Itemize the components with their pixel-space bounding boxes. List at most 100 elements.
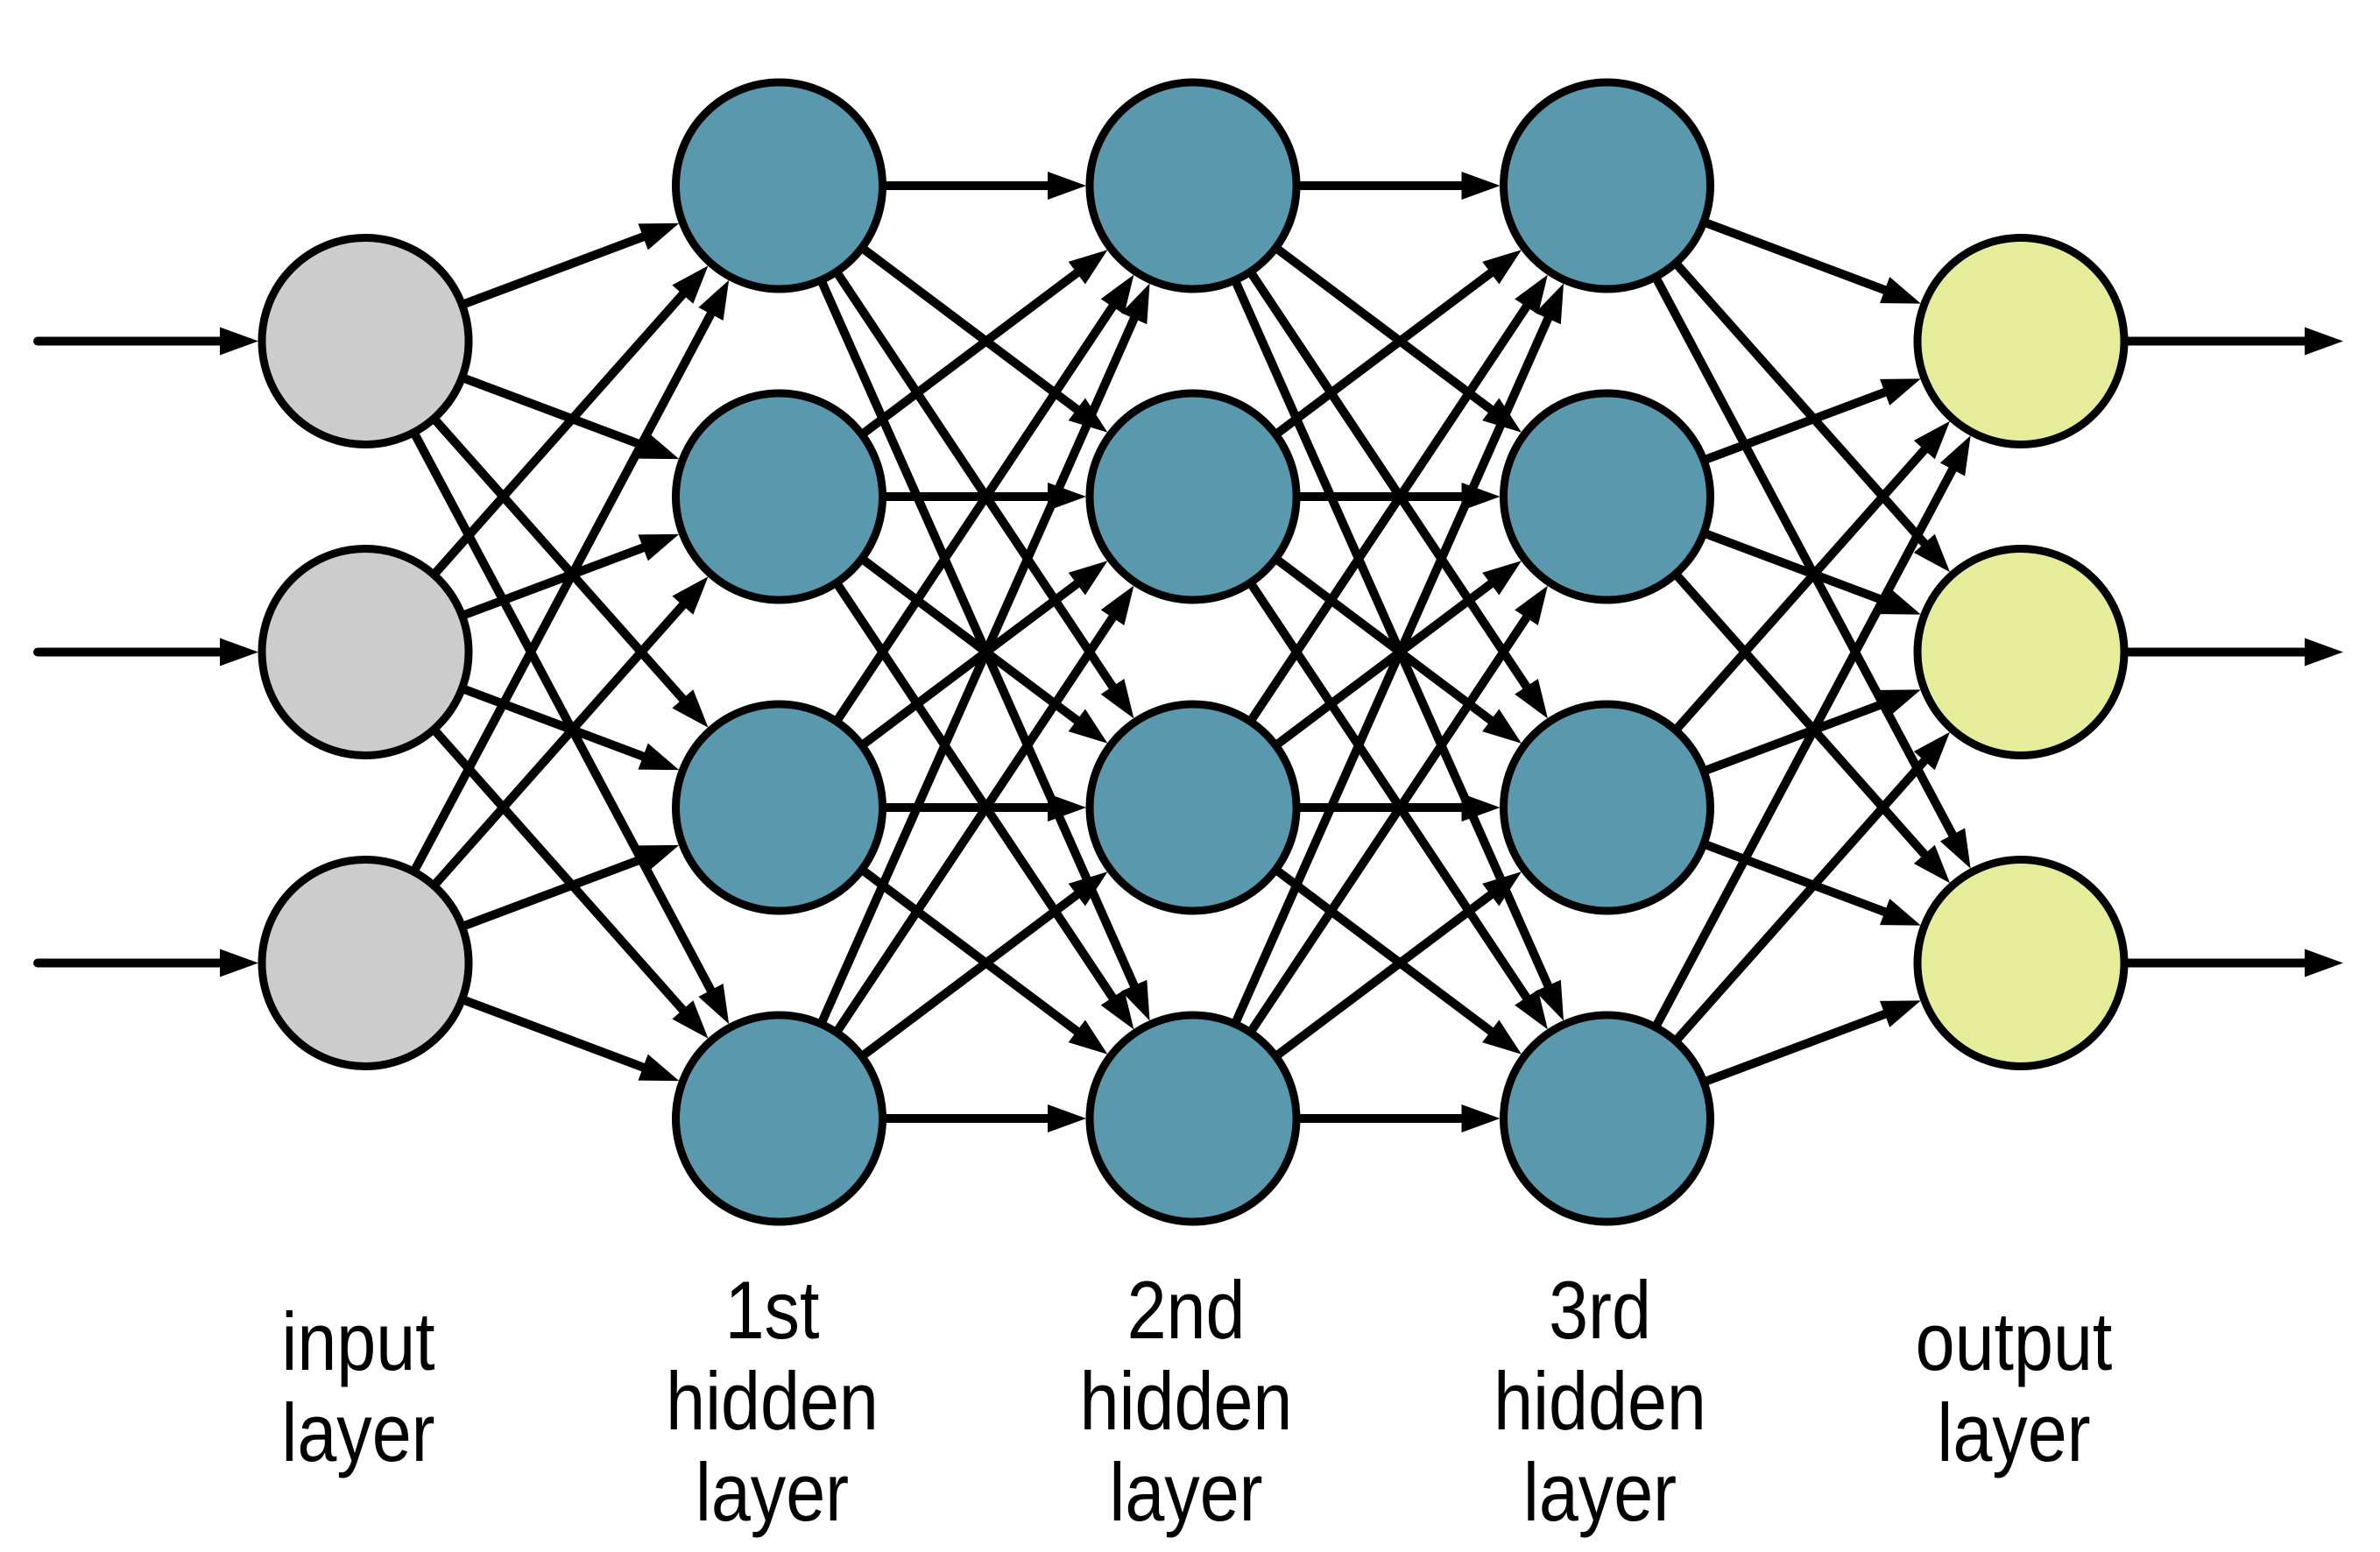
hidden1-neuron-2 (672, 389, 886, 604)
edge-line (1673, 755, 1931, 1043)
hidden2-neuron-4 (1085, 1011, 1301, 1226)
edge-hidden2-1-to-hidden3-2 (1274, 556, 1522, 744)
arrowhead-icon (672, 576, 709, 615)
output-neuron-3 (1913, 856, 2129, 1070)
edge-hidden3-2-to-output-2 (1702, 840, 1921, 926)
edge-input-1-to-hidden1-2 (461, 685, 680, 771)
edge-line (431, 416, 689, 705)
edge-line (860, 867, 1083, 1037)
edge-line (1652, 463, 1958, 1029)
input-label-line-2: layer (281, 1386, 434, 1478)
arrowhead-icon (1048, 1104, 1086, 1132)
edge-input-0-to-hidden1-3 (411, 431, 730, 1025)
hidden2-label-line-1: 2nd (1127, 1264, 1246, 1356)
edge-line (834, 611, 1119, 1034)
output-label-line-1: output (1916, 1295, 2113, 1387)
edge-line (1274, 889, 1497, 1059)
arrowhead-icon (1121, 283, 1150, 325)
arrowhead-icon (1482, 709, 1522, 744)
arrowhead-icon (1068, 871, 1108, 907)
edge-line (817, 312, 1140, 1026)
hidden3-label-line-1: 3rd (1549, 1264, 1651, 1356)
arrowhead-icon (638, 844, 680, 872)
hidden2-neuron-1 (1085, 78, 1301, 293)
input-label-line-1: input (281, 1295, 434, 1387)
output-label-line-2: layer (1937, 1386, 2090, 1478)
edge-hidden1-3-to-hidden2-0 (817, 283, 1150, 1026)
edge-hidden3-2-to-output-0 (1673, 420, 1951, 732)
arrowhead-icon (1068, 561, 1108, 596)
edge-hidden3-3-to-output-2 (1702, 1000, 1921, 1086)
arrowhead-icon (220, 327, 258, 356)
arrowhead-icon (1913, 844, 1951, 884)
arrowhead-icon (672, 1000, 709, 1039)
edge-line (461, 685, 649, 762)
edge-hidden2-3-to-hidden3-3 (1296, 1104, 1501, 1132)
edge-hidden3-0-to-output-0 (1702, 218, 1921, 304)
edge-line (1247, 611, 1532, 1034)
edge-line (860, 267, 1083, 437)
edge-hidden2-1-to-hidden3-0 (1274, 250, 1522, 437)
arrowhead-icon (1515, 585, 1548, 626)
input-neuron-3 (258, 856, 473, 1070)
arrowhead-icon (638, 1054, 680, 1082)
arrowhead-icon (1515, 274, 1548, 315)
arrowhead-icon (1068, 709, 1108, 744)
arrowhead-icon (638, 533, 680, 561)
arrowhead-icon (1879, 899, 1921, 926)
arrowhead-icon (1515, 678, 1548, 719)
input-signal-arrow-1 (33, 327, 258, 356)
arrowhead-icon (1461, 1104, 1501, 1132)
arrowhead-icon (220, 949, 258, 977)
hidden1-neuron-1 (672, 78, 886, 293)
edge-line (834, 270, 1119, 693)
edge-line (431, 288, 689, 577)
edge-line (1702, 529, 1891, 606)
edge-hidden1-2-to-hidden2-1 (860, 561, 1108, 748)
arrowhead-icon (1939, 828, 1971, 869)
edge-line (1274, 267, 1497, 437)
edge-line (1652, 275, 1958, 841)
hidden2-label-line-3: layer (1109, 1446, 1262, 1538)
edge-hidden2-3-to-hidden3-0 (1232, 283, 1564, 1026)
edge-line (817, 279, 1140, 992)
output-neuron-2 (1913, 545, 2129, 759)
arrowhead-icon (1461, 172, 1501, 200)
arrowhead-icon (2305, 949, 2343, 977)
input-neuron-1 (258, 234, 473, 448)
edge-line (1702, 1009, 1891, 1086)
arrowhead-icon (698, 279, 730, 321)
edge-line (461, 996, 649, 1073)
edge-hidden1-1-to-hidden2-2 (860, 556, 1108, 744)
edge-line (1232, 279, 1553, 992)
arrowhead-icon (1048, 794, 1086, 822)
edge-hidden1-2-to-hidden2-3 (860, 867, 1108, 1055)
arrowhead-icon (2305, 638, 2343, 667)
edge-hidden3-3-to-output-1 (1673, 731, 1951, 1043)
hidden1-neuron-4 (672, 1011, 886, 1226)
edge-hidden1-3-to-hidden2-2 (860, 871, 1108, 1059)
connections (33, 172, 2343, 1132)
edge-line (1702, 840, 1891, 917)
neurons (258, 78, 2129, 1226)
edge-line (461, 231, 649, 308)
edge-line (1247, 300, 1532, 723)
hidden3-neuron-2 (1500, 389, 1714, 604)
edge-input-1-to-hidden1-3 (431, 727, 709, 1039)
edge-line (431, 599, 689, 888)
arrowhead-icon (1482, 250, 1522, 285)
edge-line (860, 245, 1083, 415)
edge-line (1702, 218, 1891, 295)
arrowhead-icon (2305, 327, 2343, 356)
edge-line (1702, 387, 1891, 464)
input-signal-arrow-2 (33, 638, 258, 667)
hidden3-neuron-4 (1500, 1011, 1714, 1226)
edge-hidden3-0-to-output-2 (1652, 275, 1971, 869)
edge-line (1232, 312, 1553, 1026)
arrowhead-icon (1068, 250, 1108, 285)
hidden3-label-line-2: hidden (1494, 1355, 1706, 1447)
arrowhead-icon (1879, 277, 1921, 304)
